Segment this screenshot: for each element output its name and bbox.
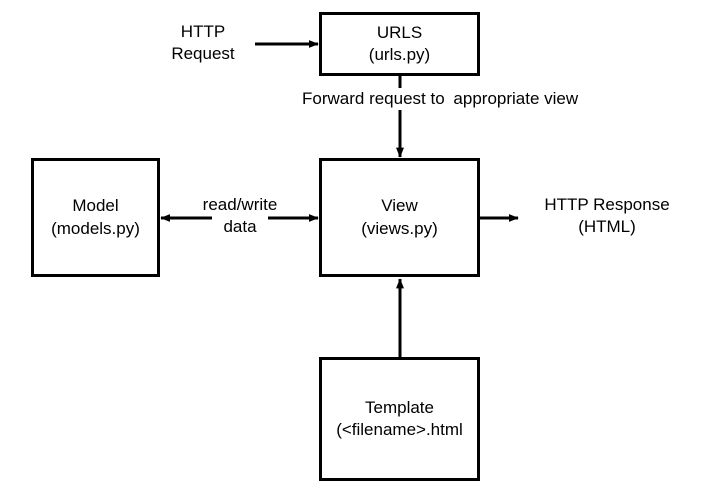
model-box[interactable]: Model (models.py) — [31, 158, 160, 277]
model-box-file: (models.py) — [51, 218, 140, 238]
template-box-title: Template — [365, 397, 434, 417]
view-box-title: View — [381, 196, 418, 216]
forward-request-label: Forward request to appropriate view — [300, 88, 581, 111]
view-box-file: (views.py) — [361, 218, 438, 238]
urls-box-file: (urls.py) — [368, 45, 431, 64]
urls-box-title: URLS — [376, 22, 423, 42]
view-box[interactable]: View (views.py) — [319, 158, 480, 277]
http-request-label: HTTP Request — [171, 22, 235, 64]
model-box-title: Model — [72, 196, 119, 216]
urls-box[interactable]: URLS (urls.py) — [319, 12, 480, 76]
http-response-label: HTTP Response (HTML) — [544, 195, 670, 237]
template-box[interactable]: Template (<filename>.html — [319, 357, 480, 481]
read-write-data-label: read/write data — [202, 195, 278, 237]
template-box-file: (<filename>.html — [336, 420, 463, 439]
